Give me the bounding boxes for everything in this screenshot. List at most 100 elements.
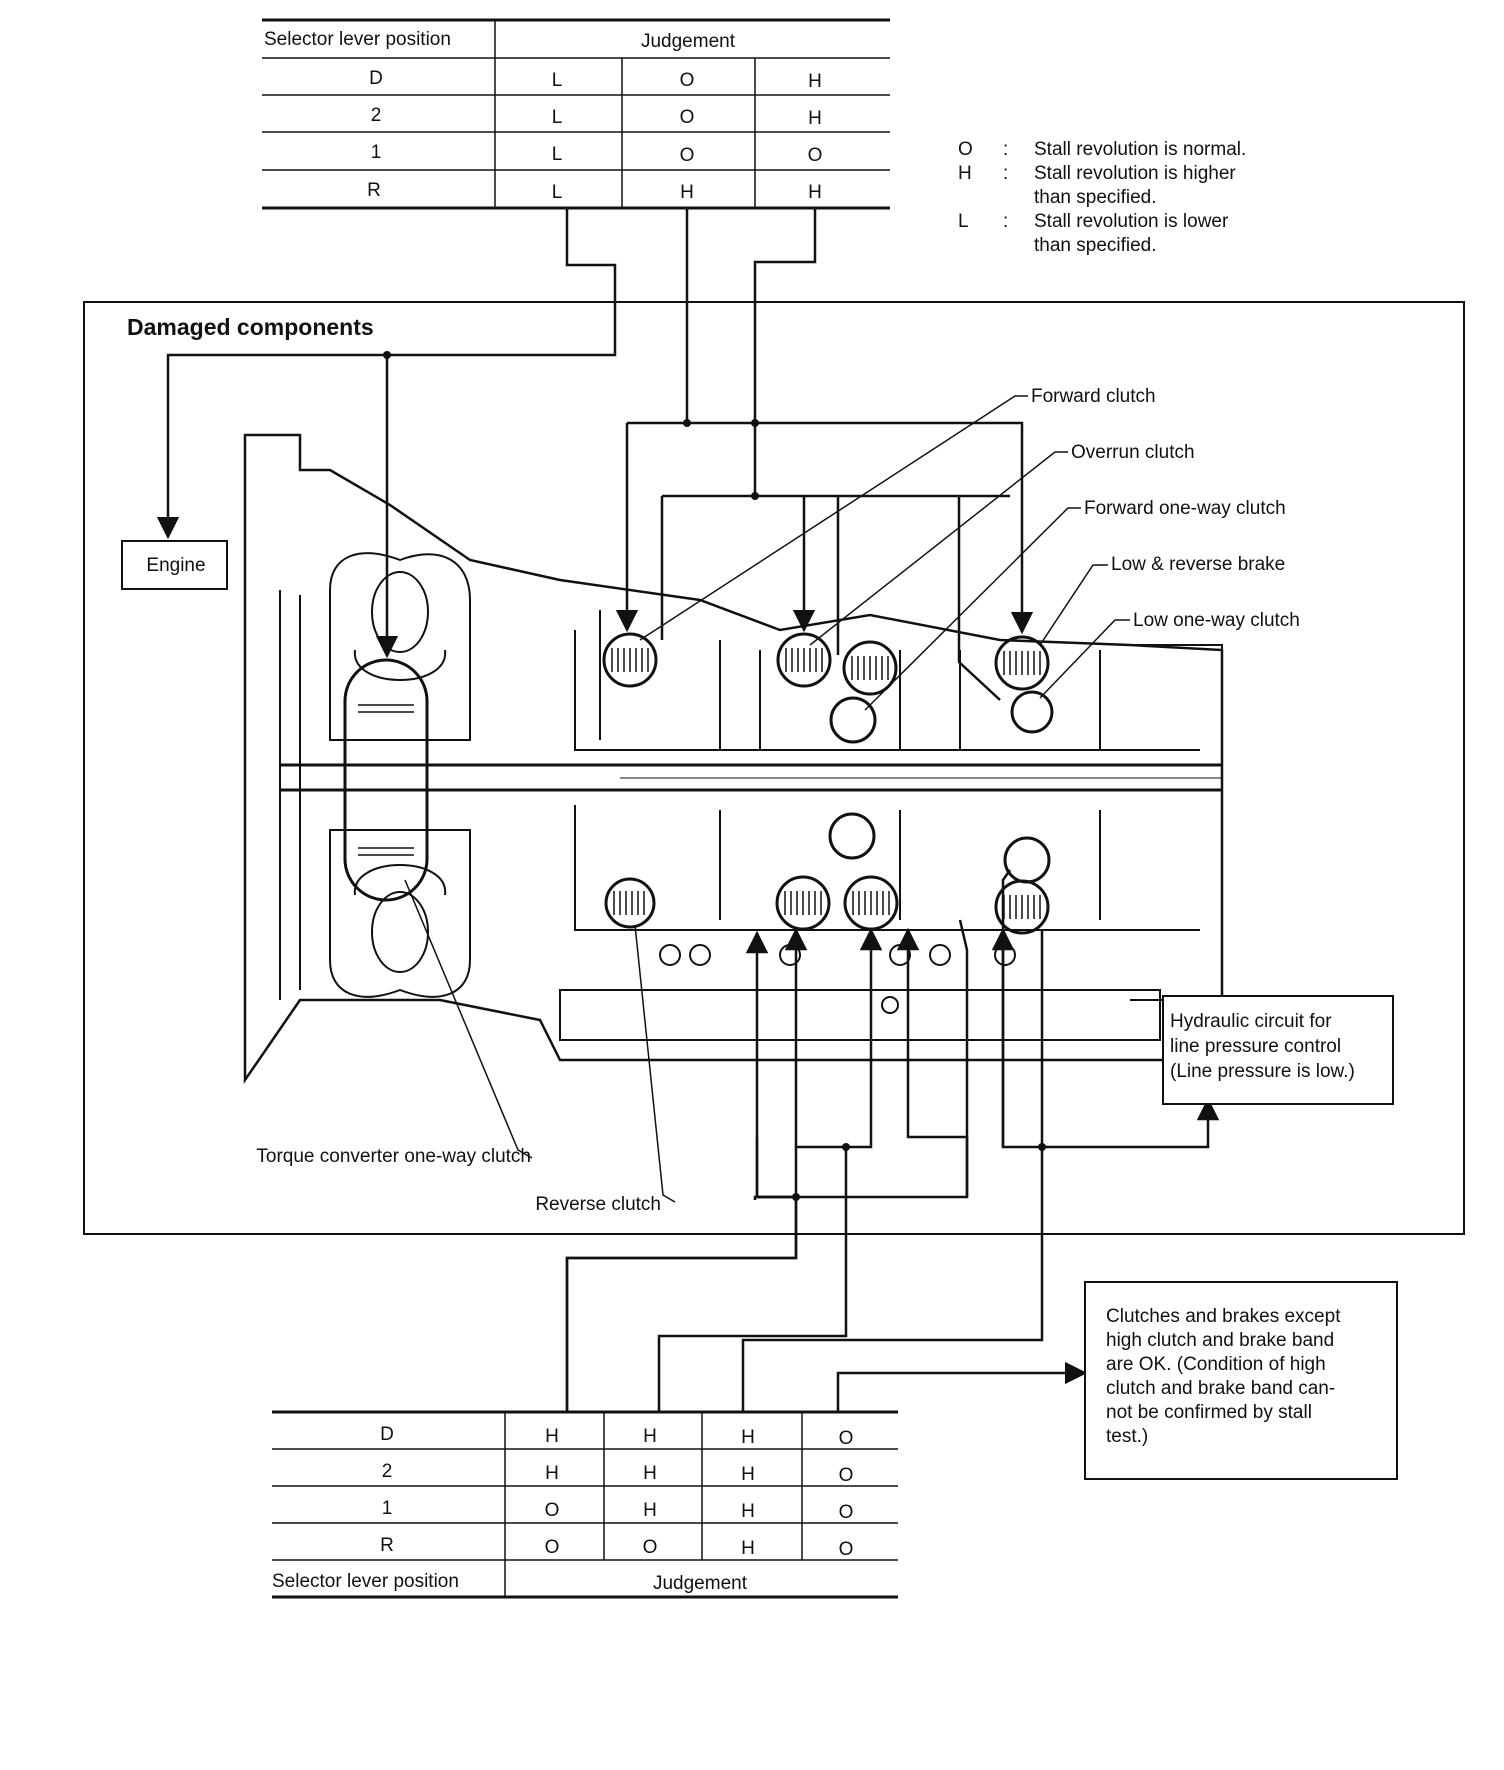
component-highlights (343, 632, 1054, 935)
table-cell: H (643, 1463, 657, 1484)
highlight-circle (994, 635, 1050, 691)
highlight-circle (1003, 836, 1051, 884)
legend-text: than specified. (1034, 187, 1157, 208)
table-row-pos: D (369, 68, 383, 89)
table-cell: H (741, 1501, 755, 1522)
table-row-pos: 2 (382, 1461, 393, 1482)
bottom-table-rows: D H H H O 2 H H H O 1 O H H O R O O H O (380, 1424, 853, 1560)
table-cell: H (808, 71, 822, 92)
table-cell: O (839, 1465, 854, 1486)
top-judgement-table (262, 18, 890, 210)
label-overrun-clutch: Overrun clutch (1071, 442, 1195, 463)
legend-text: than specified. (1034, 235, 1157, 256)
clutches-ok-box (1084, 1281, 1398, 1480)
junction-dot (383, 351, 391, 359)
junction-dot (683, 419, 691, 427)
table-cell: L (552, 70, 563, 91)
component-hatching (358, 648, 1041, 919)
table-cell: O (839, 1428, 854, 1449)
legend: O : Stall revolution is normal. H : Stal… (958, 139, 1246, 256)
table-cell: O (680, 70, 695, 91)
legend-sep: : (1003, 163, 1008, 184)
transmission-cutaway-illustration (243, 433, 1224, 1085)
junction-dot (751, 492, 759, 500)
table-row-pos: R (367, 180, 381, 201)
ok-box-line: not be confirmed by stall (1106, 1402, 1312, 1423)
ok-box-line: Clutches and brakes except (1106, 1306, 1341, 1327)
highlight-circle (828, 812, 876, 860)
junction-dot (842, 1143, 850, 1151)
label-reverse-clutch: Reverse clutch (535, 1194, 661, 1215)
highlight-circle (994, 879, 1050, 935)
legend-text: Stall revolution is normal. (1034, 139, 1246, 160)
highlight-circle (602, 632, 658, 688)
damaged-components-title: Damaged components (127, 314, 374, 340)
ok-box-line: clutch and brake band can- (1106, 1378, 1335, 1399)
damaged-components-frame (83, 301, 1465, 1235)
table-cell: O (545, 1500, 560, 1521)
table-row-pos: 1 (371, 142, 382, 163)
highlight-circle (829, 696, 877, 744)
connector-lines (156, 208, 1220, 1412)
ok-box-line: high clutch and brake band (1106, 1330, 1334, 1351)
hydraulic-circuit-box (1162, 995, 1394, 1105)
top-table-rows: D L O H 2 L O H 1 L O O R L H H (367, 68, 822, 203)
junction-dot (751, 419, 759, 427)
table-cell: O (680, 145, 695, 166)
legend-sep: : (1003, 211, 1008, 232)
top-header-position: Selector lever position (264, 29, 451, 50)
engine-box (121, 540, 228, 590)
legend-sep: : (1003, 139, 1008, 160)
highlight-circle (776, 632, 832, 688)
engine-label: Engine (146, 555, 205, 576)
table-row-pos: R (380, 1535, 394, 1556)
component-label-leaders (404, 395, 1130, 1203)
table-cell: H (741, 1427, 755, 1448)
table-row-pos: 2 (371, 105, 382, 126)
table-cell: O (839, 1502, 854, 1523)
table-cell: L (552, 182, 563, 203)
bottom-footer-position: Selector lever position (272, 1571, 459, 1592)
table-cell: H (545, 1463, 559, 1484)
highlight-circle (1010, 690, 1054, 734)
table-cell: L (552, 144, 563, 165)
legend-key: H (958, 163, 972, 184)
table-cell: O (680, 107, 695, 128)
table-cell: H (545, 1426, 559, 1447)
torque-converter-highlight (343, 658, 429, 902)
hydraulic-box-line: Hydraulic circuit for (1170, 1011, 1332, 1032)
hydraulic-box-line: line pressure control (1170, 1036, 1341, 1057)
junction-dots (383, 351, 1046, 1201)
label-low-reverse-brake: Low & reverse brake (1111, 554, 1285, 575)
table-cell: O (808, 145, 823, 166)
highlight-circle (604, 877, 656, 929)
table-cell: H (643, 1500, 657, 1521)
table-row-pos: 1 (382, 1498, 393, 1519)
legend-text: Stall revolution is higher (1034, 163, 1236, 184)
table-cell: H (808, 182, 822, 203)
top-header-judgement: Judgement (641, 31, 736, 52)
table-cell: H (680, 182, 694, 203)
table-row-pos: D (380, 1424, 394, 1445)
table-cell: H (741, 1538, 755, 1559)
table-cell: H (643, 1426, 657, 1447)
bottom-footer-judgement: Judgement (653, 1573, 748, 1594)
table-cell: O (545, 1537, 560, 1558)
legend-text: Stall revolution is lower (1034, 211, 1229, 232)
table-cell: H (808, 108, 822, 129)
label-forward-clutch: Forward clutch (1031, 386, 1156, 407)
table-cell: H (741, 1464, 755, 1485)
table-cell: O (839, 1539, 854, 1560)
highlight-circle (842, 640, 898, 696)
ok-box-line: are OK. (Condition of high (1106, 1354, 1326, 1375)
junction-dot (792, 1193, 800, 1201)
table-cell: L (552, 107, 563, 128)
table-cell: O (643, 1537, 658, 1558)
label-low-one-way-clutch: Low one-way clutch (1133, 610, 1300, 631)
hydraulic-box-line: (Line pressure is low.) (1170, 1061, 1355, 1082)
ok-box-line: test.) (1106, 1426, 1148, 1447)
label-forward-one-way-clutch: Forward one-way clutch (1084, 498, 1286, 519)
bottom-judgement-table (272, 1410, 898, 1599)
legend-key: L (958, 211, 969, 232)
